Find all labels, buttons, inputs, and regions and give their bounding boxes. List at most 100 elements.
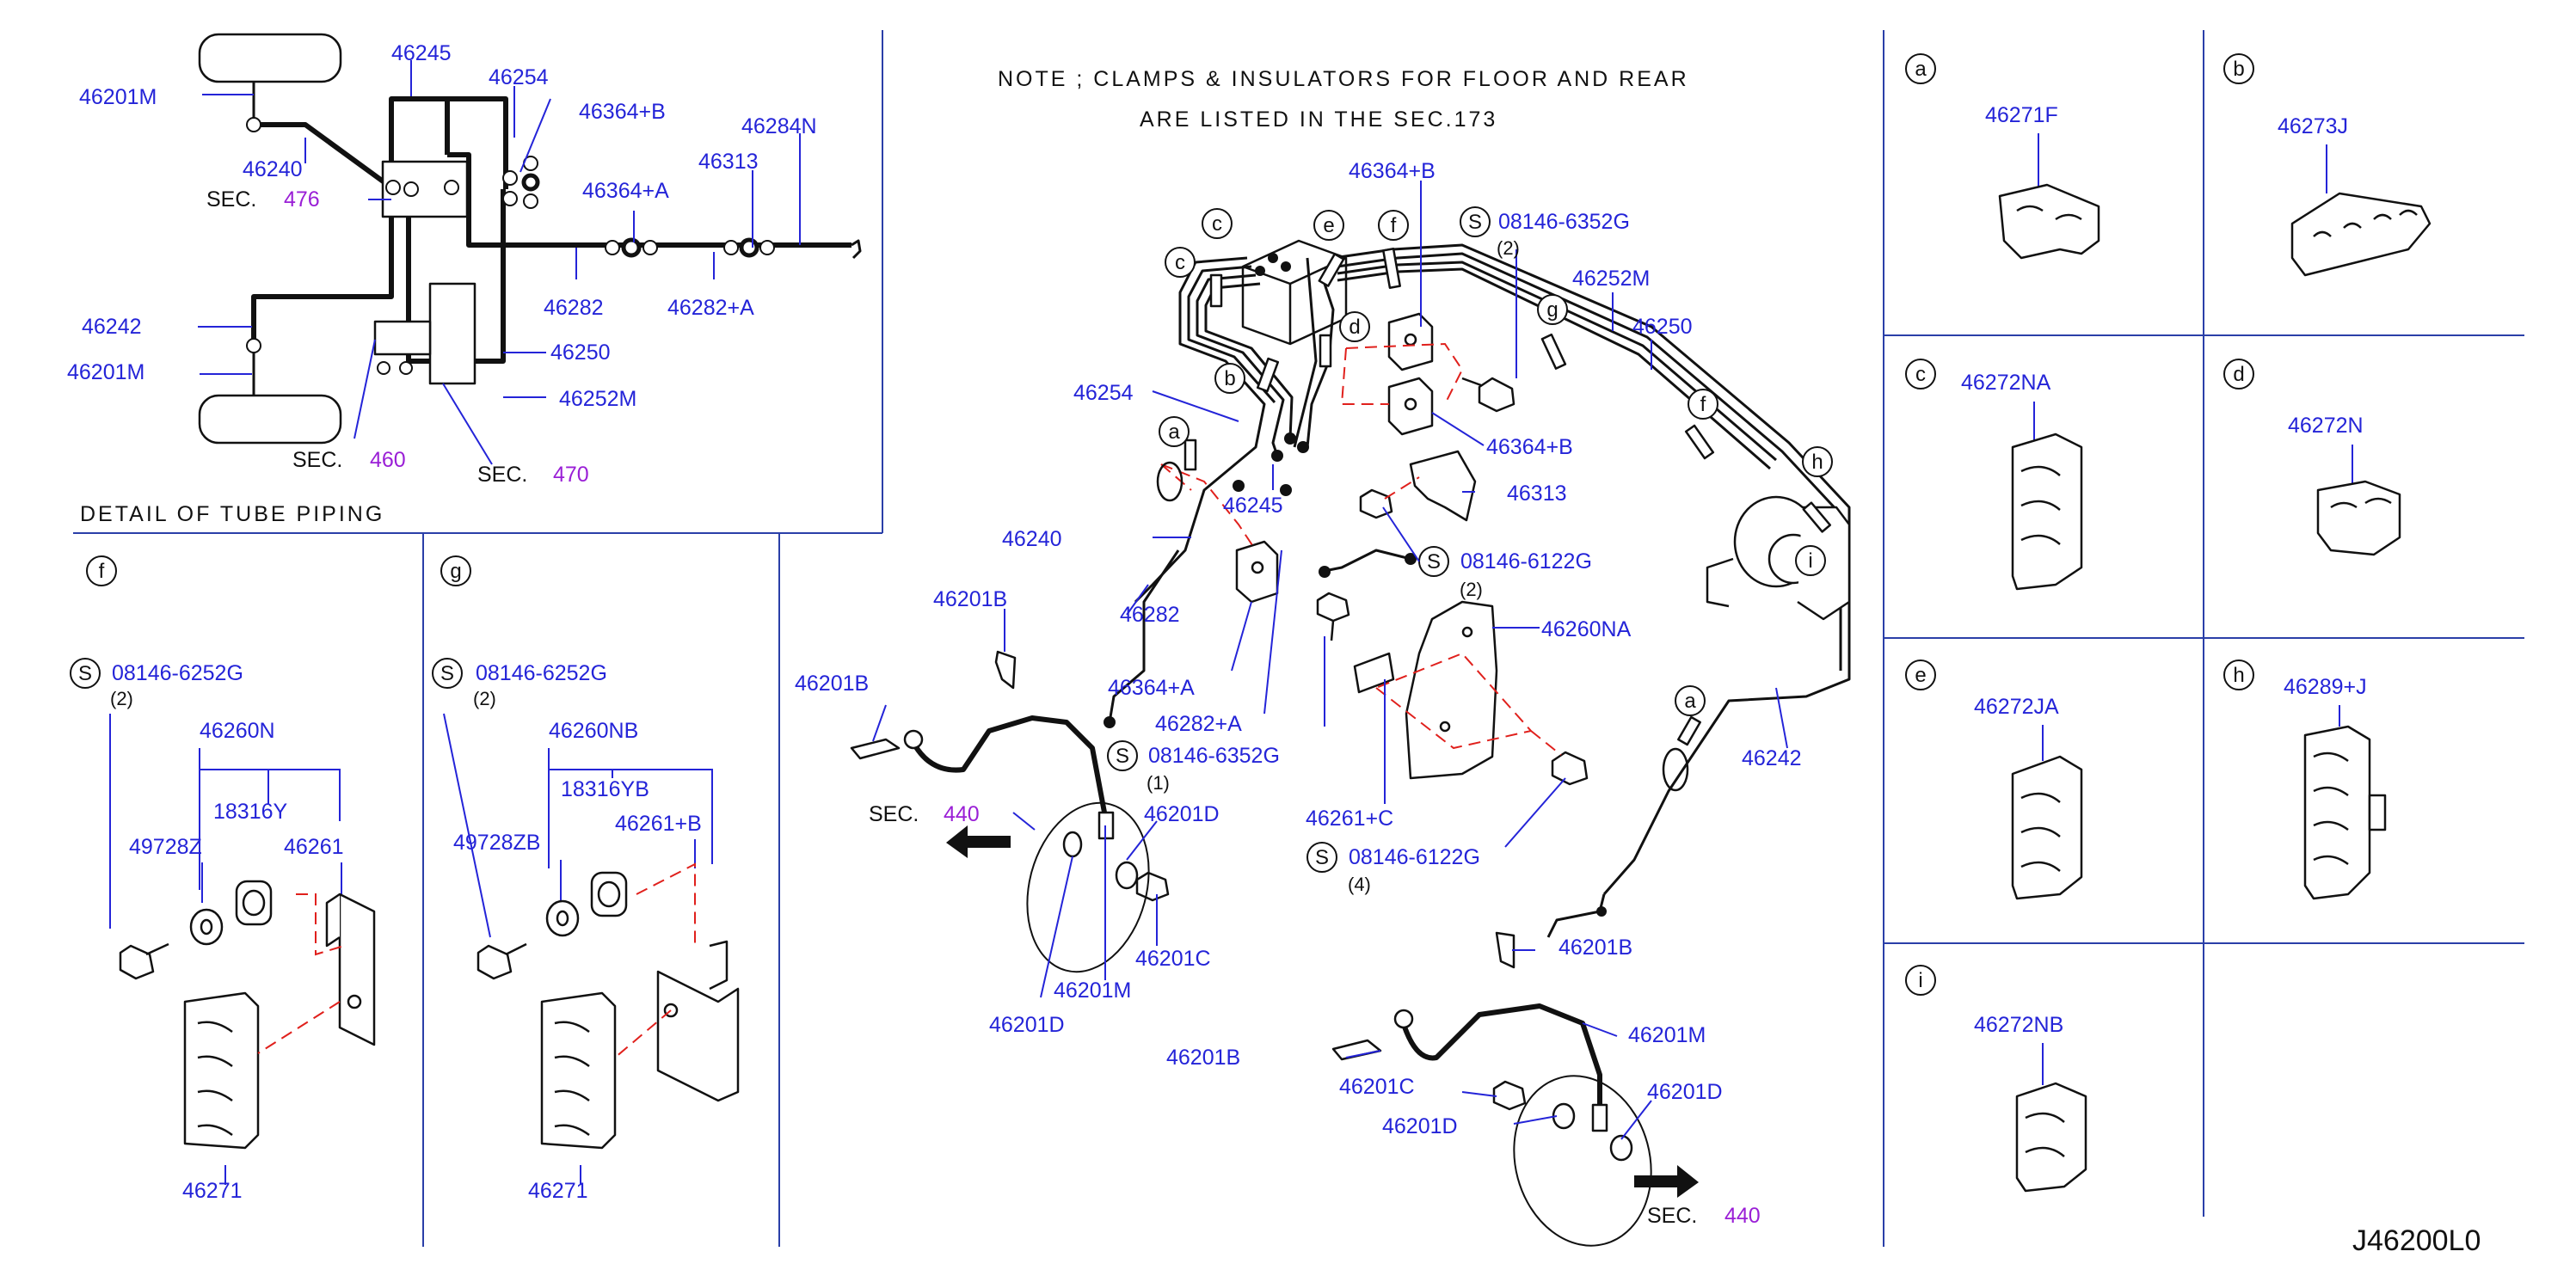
view-letter-h: h	[2233, 664, 2244, 687]
clip-part-46289J: 46289+J	[2284, 675, 2367, 699]
clip-part-46273J: 46273J	[2278, 114, 2348, 138]
grommet-icon	[590, 871, 628, 917]
label-46201M-1: 46201M	[1054, 978, 1131, 1003]
clip-panel-a: a 46271F	[1905, 53, 2100, 260]
label-46250: 46250	[1632, 315, 1693, 339]
label-46313: 46313	[698, 150, 759, 174]
view-letter-d: d	[1349, 316, 1360, 339]
clip-panel-i: i 46272NB	[1905, 965, 2087, 1193]
panel-g-clip: 46261+B	[615, 812, 702, 836]
panel-g-bolt: 08146-6252G	[476, 661, 607, 685]
sec-prefix: SEC.	[292, 448, 342, 472]
label-46240: 46240	[243, 157, 303, 181]
label-46254: 46254	[1073, 381, 1134, 405]
frame-lines	[73, 30, 2524, 1247]
sec-470: 470	[553, 463, 589, 487]
panel-g-grommet: 18316YB	[561, 777, 649, 801]
label-46201D-4: 46201D	[1382, 1114, 1458, 1138]
clamp-icon	[183, 991, 260, 1150]
view-letter-i: i	[1918, 969, 1922, 992]
label-46364B: 46364+B	[579, 100, 666, 124]
clip-46272NA-icon	[2011, 432, 2083, 591]
label-46282A: 46282+A	[1155, 712, 1242, 736]
s-symbol: S	[1427, 550, 1441, 574]
clip-part-46271F: 46271F	[1985, 103, 2058, 127]
view-letter-a: a	[1915, 58, 1927, 81]
clip-46273J-icon	[2290, 192, 2432, 277]
label-46245: 46245	[1223, 494, 1283, 518]
label-46201D-3: 46201D	[1647, 1080, 1723, 1104]
view-letter-g: g	[450, 560, 461, 583]
label-46201B-2: 46201B	[795, 672, 869, 696]
label-08146-6122G: 08146-6122G	[1460, 549, 1592, 574]
note-line-1: NOTE ; CLAMPS & INSULATORS FOR FLOOR AND…	[998, 67, 1689, 91]
brake-hose-rear	[1331, 931, 1699, 1247]
clip-panel-e: e 46272JA	[1905, 659, 2083, 900]
view-letter-b: b	[2233, 58, 2244, 81]
label-46282: 46282	[544, 296, 604, 320]
note-line-2: ARE LISTED IN THE SEC.173	[1140, 107, 1497, 132]
qty-6122G: (2)	[1460, 579, 1483, 600]
label-46201B-4: 46201B	[1166, 1046, 1240, 1070]
clip-46272NB-icon	[2015, 1082, 2087, 1193]
view-marker-f	[86, 555, 117, 586]
label-46201B-1: 46201B	[933, 587, 1007, 611]
sec-prefix: SEC.	[206, 187, 256, 212]
brake-booster-icon	[428, 282, 476, 385]
rear-wheel-icon	[198, 394, 342, 445]
view-letter-g: g	[1546, 298, 1558, 322]
s-symbol: S	[440, 662, 454, 685]
sec-440-rear: 440	[1725, 1204, 1761, 1228]
sec-prefix: SEC.	[1647, 1204, 1697, 1228]
brake-booster-icon	[1706, 495, 1851, 621]
sec-476: 476	[284, 187, 320, 212]
clip-panel-d: d 46272N	[2223, 359, 2401, 556]
label-46245: 46245	[391, 41, 452, 65]
bolt-icon	[119, 942, 169, 980]
diagram-code: J46200L0	[2352, 1224, 2481, 1257]
panel-f-clamp: 46271	[182, 1179, 243, 1203]
clip-panel-h: h 46289+J	[2223, 659, 2387, 900]
label-08146-6122G-b: 08146-6122G	[1349, 845, 1480, 869]
bolt-icon	[1135, 377, 1589, 1111]
label-46284N: 46284N	[741, 114, 817, 138]
view-letter-e: e	[1323, 214, 1334, 237]
s-symbol: S	[1315, 846, 1329, 869]
grommet-icon	[235, 880, 273, 926]
view-letter-f: f	[1391, 214, 1397, 237]
panel-g-bracket: 46260NB	[549, 719, 638, 743]
view-marker-g	[440, 555, 471, 586]
label-46201M-bot: 46201M	[67, 360, 144, 384]
label-46364B-mid: 46364+B	[1486, 435, 1573, 459]
qty-6352G: (2)	[1497, 237, 1520, 259]
clip-panel-c: c 46272NA	[1905, 359, 2083, 591]
clip-part-46272JA: 46272JA	[1974, 695, 2059, 719]
view-letter-b: b	[1224, 367, 1235, 390]
label-08146-6352G: 08146-6352G	[1498, 210, 1630, 234]
label-46201D-2: 46201D	[989, 1013, 1065, 1037]
view-letter-c: c	[1175, 251, 1185, 274]
label-46364A: 46364+A	[1108, 676, 1195, 700]
view-letter-f: f	[99, 560, 105, 583]
clip-part-46272NA: 46272NA	[1961, 371, 2051, 395]
washer-icon	[189, 908, 224, 946]
panel-f-grommet: 18316Y	[213, 800, 288, 824]
label-46201B-3: 46201B	[1559, 936, 1632, 960]
tube-piping-detail	[198, 33, 862, 465]
sec-prefix: SEC.	[869, 802, 919, 826]
label-46240: 46240	[1002, 527, 1062, 551]
tube-piping-labels: 46201M 46245 46254 46364+B 46284N 46240 …	[67, 41, 817, 526]
front-wheel-icon	[198, 33, 342, 83]
bolt-icon	[476, 942, 527, 980]
brake-hose-front	[850, 650, 1150, 973]
label-46201M-top: 46201M	[79, 85, 157, 109]
label-46260NA: 46260NA	[1541, 617, 1632, 641]
panel-f: f S 08146-6252G (2) 46260N 18316Y 49728Z…	[70, 555, 376, 1203]
label-46254: 46254	[489, 65, 549, 89]
sec-prefix: SEC.	[477, 463, 527, 487]
bracket-46313-icon	[1409, 450, 1477, 522]
label-46242: 46242	[1742, 746, 1802, 770]
label-46282A: 46282+A	[667, 296, 754, 320]
